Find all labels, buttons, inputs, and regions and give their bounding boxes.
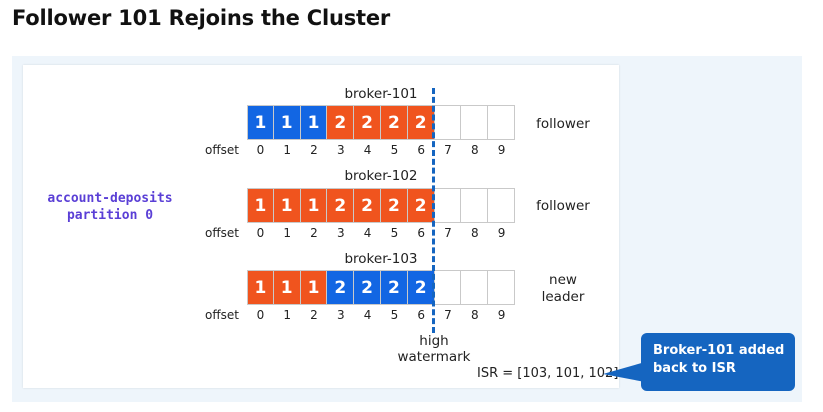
broker-102-role-line1: follower	[536, 198, 590, 214]
broker-103-role: new leader	[528, 272, 598, 306]
partition-topic: account-deposits	[47, 191, 173, 206]
offset-number: 0	[256, 226, 265, 240]
offset-number: 7	[444, 143, 452, 157]
offset-number: 8	[470, 143, 479, 157]
broker-102-offsets: offset 0 1 2 3 4 5 6 7 8 9	[205, 225, 515, 241]
offset-number: 5	[390, 226, 399, 240]
offset-number: 0	[256, 308, 265, 322]
log-cell: 1	[300, 188, 328, 223]
broker-102-name: broker-102	[344, 168, 418, 184]
high-watermark-line2: watermark	[397, 349, 471, 365]
offset-number: 5	[390, 143, 399, 157]
offset-number: 6	[417, 226, 425, 240]
offset-number: 1	[283, 143, 292, 157]
broker-103-offsets: offset 0 1 2 3 4 5 6 7 8 9	[205, 307, 515, 323]
log-cell-empty	[461, 188, 489, 223]
log-cell: 1	[300, 270, 328, 305]
log-cell-empty	[488, 270, 515, 305]
log-cell: 2	[407, 188, 435, 223]
offset-number: 1	[283, 226, 292, 240]
log-cell: 2	[380, 188, 408, 223]
offset-number: 4	[363, 143, 372, 157]
log-cell-empty	[488, 105, 515, 140]
offset-number: 2	[310, 226, 318, 240]
offset-number: 3	[336, 308, 345, 322]
log-cell: 1	[273, 270, 301, 305]
broker-103-role-line2: leader	[541, 289, 585, 305]
log-cell: 2	[380, 270, 408, 305]
offset-number: 4	[363, 226, 372, 240]
log-cell: 2	[327, 105, 355, 140]
log-cell-empty	[461, 270, 489, 305]
callout-line1: Broker-101 added	[653, 343, 785, 358]
offset-number: 4	[363, 308, 372, 322]
broker-101-role: follower	[528, 116, 598, 133]
high-watermark-label: high watermark	[384, 333, 484, 365]
broker-102-role: follower	[528, 198, 598, 215]
offset-number: 0	[256, 143, 265, 157]
isr-callout: Broker-101 added back to ISR	[641, 333, 795, 391]
offset-number: 7	[444, 308, 452, 322]
log-cell: 2	[327, 188, 355, 223]
isr-text: ISR = [103, 101, 102]	[477, 366, 619, 381]
log-cell: 2	[327, 270, 355, 305]
broker-101-role-line1: follower	[536, 116, 590, 132]
page-title: Follower 101 Rejoins the Cluster	[12, 6, 391, 30]
log-cell: 2	[407, 270, 435, 305]
offset-label: offset	[205, 226, 239, 240]
offset-number: 5	[390, 308, 399, 322]
log-cell-empty	[461, 105, 489, 140]
log-cell-empty	[434, 270, 462, 305]
log-cell: 2	[407, 105, 435, 140]
offset-number: 8	[470, 308, 479, 322]
log-cell: 1	[247, 270, 274, 305]
callout-line2: back to ISR	[653, 361, 736, 376]
log-cell-empty	[488, 188, 515, 223]
log-cell: 2	[354, 188, 381, 223]
log-cell: 1	[247, 105, 274, 140]
high-watermark-line1: high	[419, 333, 449, 349]
log-cell: 2	[380, 105, 408, 140]
offset-number: 2	[310, 143, 318, 157]
offset-number: 6	[417, 308, 425, 322]
partition-number: partition 0	[66, 208, 154, 223]
offset-number: 9	[497, 308, 506, 322]
offset-label: offset	[205, 308, 239, 322]
log-cell-empty	[434, 188, 462, 223]
offset-label: offset	[205, 143, 239, 157]
log-cell: 1	[300, 105, 328, 140]
broker-103-role-line1: new	[549, 272, 577, 288]
partition-label: account-deposits partition 0	[30, 190, 190, 224]
log-cell: 2	[354, 270, 381, 305]
offset-number: 6	[417, 143, 425, 157]
offset-number: 7	[444, 226, 452, 240]
broker-103-name: broker-103	[344, 251, 418, 267]
broker-101-name: broker-101	[344, 86, 418, 102]
log-cell: 1	[247, 188, 274, 223]
high-watermark-line	[432, 88, 435, 333]
offset-number: 1	[283, 308, 292, 322]
broker-101-offsets: offset 0 1 2 3 4 5 6 7 8 9	[205, 142, 515, 158]
offset-number: 9	[497, 143, 506, 157]
callout-pointer	[603, 362, 645, 382]
offset-number: 3	[336, 226, 345, 240]
log-cell-empty	[434, 105, 462, 140]
offset-number: 3	[336, 143, 345, 157]
log-cell: 1	[273, 105, 301, 140]
offset-number: 8	[470, 226, 479, 240]
log-cell: 2	[354, 105, 381, 140]
log-cell: 1	[273, 188, 301, 223]
offset-number: 9	[497, 226, 506, 240]
offset-number: 2	[310, 308, 318, 322]
